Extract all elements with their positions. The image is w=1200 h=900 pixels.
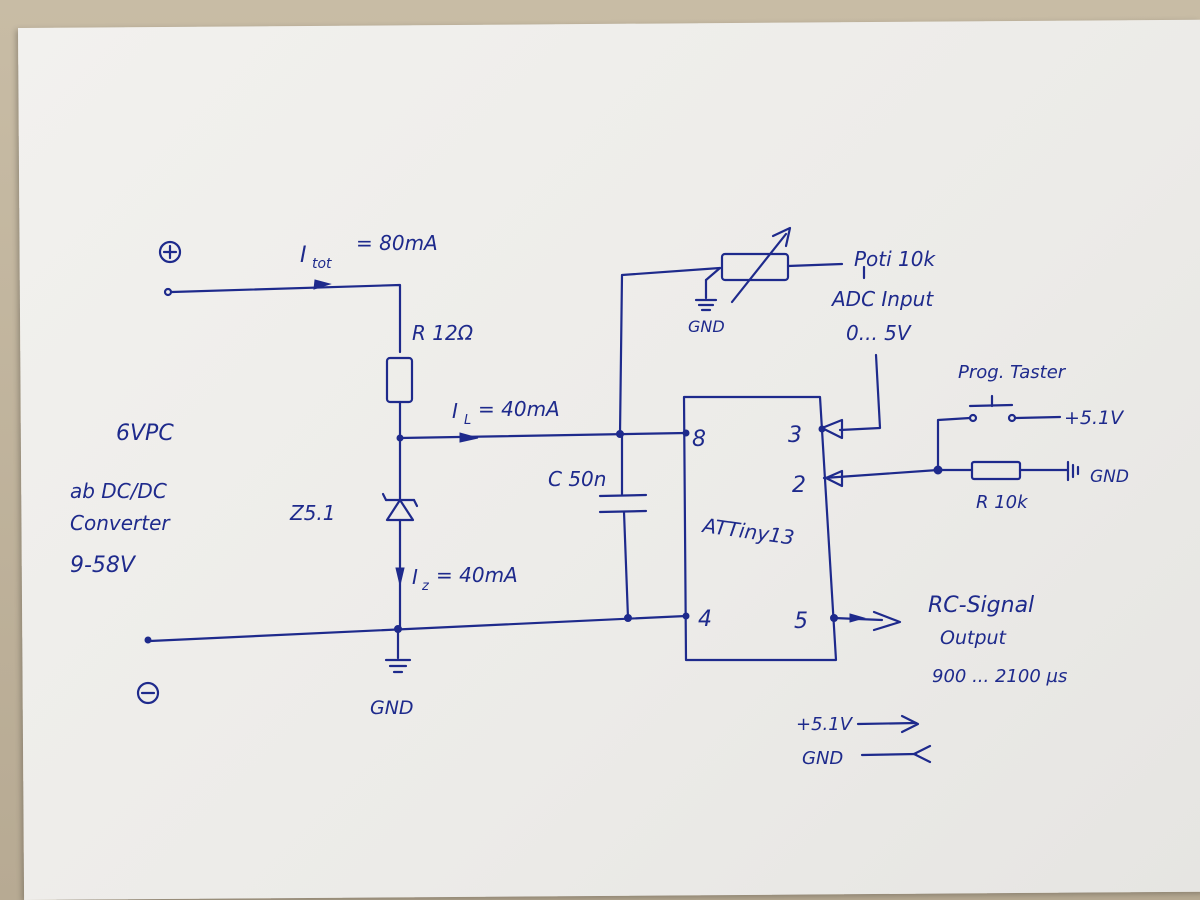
capacitor-label: C 50n [548,467,606,491]
i-tot-symbol: I [300,243,307,268]
labels: I tot = 80mA R 12Ω I L = 40mA Z5.1 I z =… [70,231,1129,769]
source-line3: Converter [70,511,171,535]
i-z-symbol: I [412,565,418,589]
capacitor-c50n [598,432,648,620]
pin-8: 8 [692,427,706,452]
minus-terminal [136,636,160,705]
button-supply: +5.1V [1064,407,1125,429]
gnd-bottom-label: GND [370,697,414,719]
r10k-label: R 10k [976,492,1029,513]
i-l-value: = 40mA [478,397,560,421]
button-label: Prog. Taster [958,362,1067,383]
ground-rail [148,612,690,674]
plus-terminal [158,240,182,297]
resistor-r12 [385,356,414,440]
pin-2: 2 [792,473,806,498]
prog-button [822,394,1062,488]
source-line4: 9-58V [70,553,137,578]
source-line1: 6VPC [116,421,174,446]
poti-label: Poti 10k [854,247,937,271]
zener-diode [381,436,419,632]
i-tot-sub: tot [312,256,332,272]
i-z-sub: z [421,579,430,594]
i-tot-value: = 80mA [356,231,438,255]
i-z-value: = 40mA [436,563,518,587]
output-line2: Output [940,627,1008,649]
zener-label: Z5.1 [289,501,336,525]
i-l-sub: L [464,413,471,428]
load-wire [396,429,690,443]
adc-label: ADC Input [830,287,934,311]
output-line3: 900 ... 2100 µs [932,666,1067,687]
gnd-top-label: GND [688,317,725,336]
potentiometer [618,226,844,436]
legend-supply: +5.1V [796,714,854,735]
adc-range: 0... 5V [846,321,912,345]
r12-label: R 12Ω [412,321,474,345]
adc-wire [818,265,882,440]
pin-4: 4 [698,607,712,632]
supply-wire [170,279,402,354]
pin-5: 5 [794,609,808,634]
pin-3: 3 [788,423,802,448]
pullup-gnd: GND [1090,467,1129,487]
legend-arrows [856,714,932,764]
i-l-symbol: I [452,399,458,423]
output-line1: RC-Signal [928,593,1034,618]
source-line2: ab DC/DC [70,479,167,503]
output-wire [830,610,902,632]
resistor-r10k [936,460,1080,482]
mcu-label: ATTiny13 [699,513,796,550]
legend-ground: GND [802,748,843,769]
mcu-attiny13 [682,395,838,662]
